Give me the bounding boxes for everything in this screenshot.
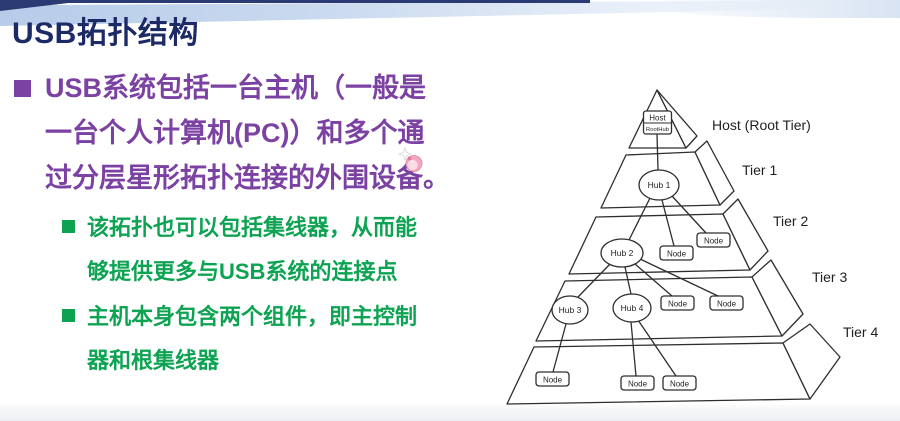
hub1-ellipse bbox=[638, 169, 680, 201]
host-box: Host RootHub bbox=[642, 110, 673, 135]
tier-labels: Host (Root Tier) Tier 1 Tier 2 Tier 3 Ti… bbox=[712, 117, 878, 340]
connection-hub3-node4a bbox=[552, 323, 567, 373]
tier1-fold bbox=[694, 140, 735, 206]
green-bullet-marker bbox=[62, 309, 75, 322]
usb-topology-diagram: Host RootHub Hub 1 Hub 2 Hub 3 Hub 4 bbox=[506, 89, 878, 405]
main-bullet-line-3: 过分层星形拓扑连接的外围设备。 bbox=[45, 163, 450, 193]
top-navy-line bbox=[58, 0, 590, 3]
sticker-accent bbox=[407, 156, 412, 161]
sparkle-icon bbox=[398, 147, 412, 161]
tier-label-2: Tier 2 bbox=[773, 213, 808, 229]
connection-hub4-node4b bbox=[630, 321, 637, 377]
node-label: Node bbox=[667, 250, 687, 259]
node-label: Node bbox=[543, 376, 563, 385]
green-bullet-marker bbox=[62, 220, 75, 233]
node-label: Node bbox=[670, 380, 690, 389]
main-bullet-line-1: USB系统包括一台主机（一般是 bbox=[45, 73, 427, 103]
connection-hub4-node4c bbox=[637, 319, 677, 377]
tier-label-4: Tier 4 bbox=[843, 324, 878, 340]
hubs bbox=[551, 169, 680, 325]
sub-bullet-1: 该拓扑也可以包括集线器，从而能 够提供更多与USB系统的连接点 bbox=[62, 206, 417, 294]
page-title: USB拓扑结构 bbox=[12, 17, 199, 50]
tier-label-root: Host (Root Tier) bbox=[712, 117, 811, 133]
hub1-label: Hub 1 bbox=[648, 180, 671, 190]
sub-bullet-2-text: 主机本身包含两个组件，即主控制 器和根集线器 bbox=[87, 295, 417, 383]
node-label: Node bbox=[628, 380, 648, 389]
node-label: Node bbox=[717, 300, 737, 309]
main-bullet: USB系统包括一台主机（一般是 一台个人计算机(PC)）和多个通 过分层星形拓扑… bbox=[14, 66, 450, 201]
connection-hub2-node3a bbox=[634, 263, 673, 297]
connection-hub1-node2a bbox=[661, 199, 675, 247]
sub-bullet-1-line-1: 该拓扑也可以包括集线器，从而能 bbox=[87, 215, 418, 240]
tier4-fold bbox=[782, 323, 841, 400]
hub2-ellipse bbox=[600, 238, 644, 268]
connection-lines bbox=[552, 133, 719, 377]
connection-roothub-hub1 bbox=[656, 133, 659, 171]
node-tier4-b-rect bbox=[620, 375, 655, 391]
hub4-ellipse bbox=[612, 293, 652, 323]
node-labels: Node Node Node Node Node Node Node bbox=[543, 237, 737, 389]
tier3-fold bbox=[751, 259, 804, 337]
connection-hub1-node2b bbox=[671, 195, 707, 234]
top-left-navy-wedge bbox=[0, 0, 94, 11]
node-tier4-a-rect bbox=[535, 371, 570, 387]
host-label: Host bbox=[649, 114, 666, 123]
hub4-label: Hub 4 bbox=[621, 303, 644, 313]
node-label: Node bbox=[668, 300, 688, 309]
sub-bullet-2-line-2: 器和根集线器 bbox=[87, 348, 220, 373]
purple-bullet-marker bbox=[14, 80, 31, 97]
connection-hub2-hub3 bbox=[577, 262, 612, 298]
main-bullet-text: USB系统包括一台主机（一般是 一台个人计算机(PC)）和多个通 过分层星形拓扑… bbox=[45, 66, 450, 201]
main-bullet-line-2: 一台个人计算机(PC)）和多个通 bbox=[45, 118, 425, 148]
cursor-sticker-icon bbox=[398, 147, 423, 172]
connection-hub2-node3b bbox=[639, 258, 719, 297]
nodes bbox=[535, 232, 744, 391]
sub-bullet-1-text: 该拓扑也可以包括集线器，从而能 够提供更多与USB系统的连接点 bbox=[87, 206, 417, 294]
tier2-fold bbox=[722, 198, 769, 271]
sub-bullet-1-line-2: 够提供更多与USB系统的连接点 bbox=[87, 259, 398, 284]
top-right-wave-decoration bbox=[640, 0, 900, 18]
hub-labels: Hub 1 Hub 2 Hub 3 Hub 4 bbox=[559, 180, 671, 315]
tier-label-1: Tier 1 bbox=[742, 162, 777, 178]
connection-hub2-hub4 bbox=[624, 266, 632, 295]
hub3-ellipse bbox=[551, 295, 589, 325]
connection-hub1-hub2 bbox=[628, 197, 651, 241]
node-tier3-b-rect bbox=[709, 295, 744, 311]
bottom-strip bbox=[0, 405, 900, 421]
node-tier3-a-rect bbox=[660, 295, 695, 311]
sticker-face bbox=[407, 159, 418, 171]
sub-bullet-2: 主机本身包含两个组件，即主控制 器和根集线器 bbox=[62, 295, 417, 383]
tier-label-3: Tier 3 bbox=[812, 269, 847, 285]
node-label: Node bbox=[704, 237, 724, 246]
node-tier2-b-rect bbox=[696, 232, 731, 248]
sub-bullet-2-line-1: 主机本身包含两个组件，即主控制 bbox=[87, 304, 418, 329]
hub2-label: Hub 2 bbox=[611, 248, 634, 258]
hub3-label: Hub 3 bbox=[559, 305, 582, 315]
node-tier4-c-rect bbox=[662, 375, 697, 391]
node-tier2-a-rect bbox=[659, 245, 694, 261]
roothub-label: RootHub bbox=[646, 127, 669, 133]
